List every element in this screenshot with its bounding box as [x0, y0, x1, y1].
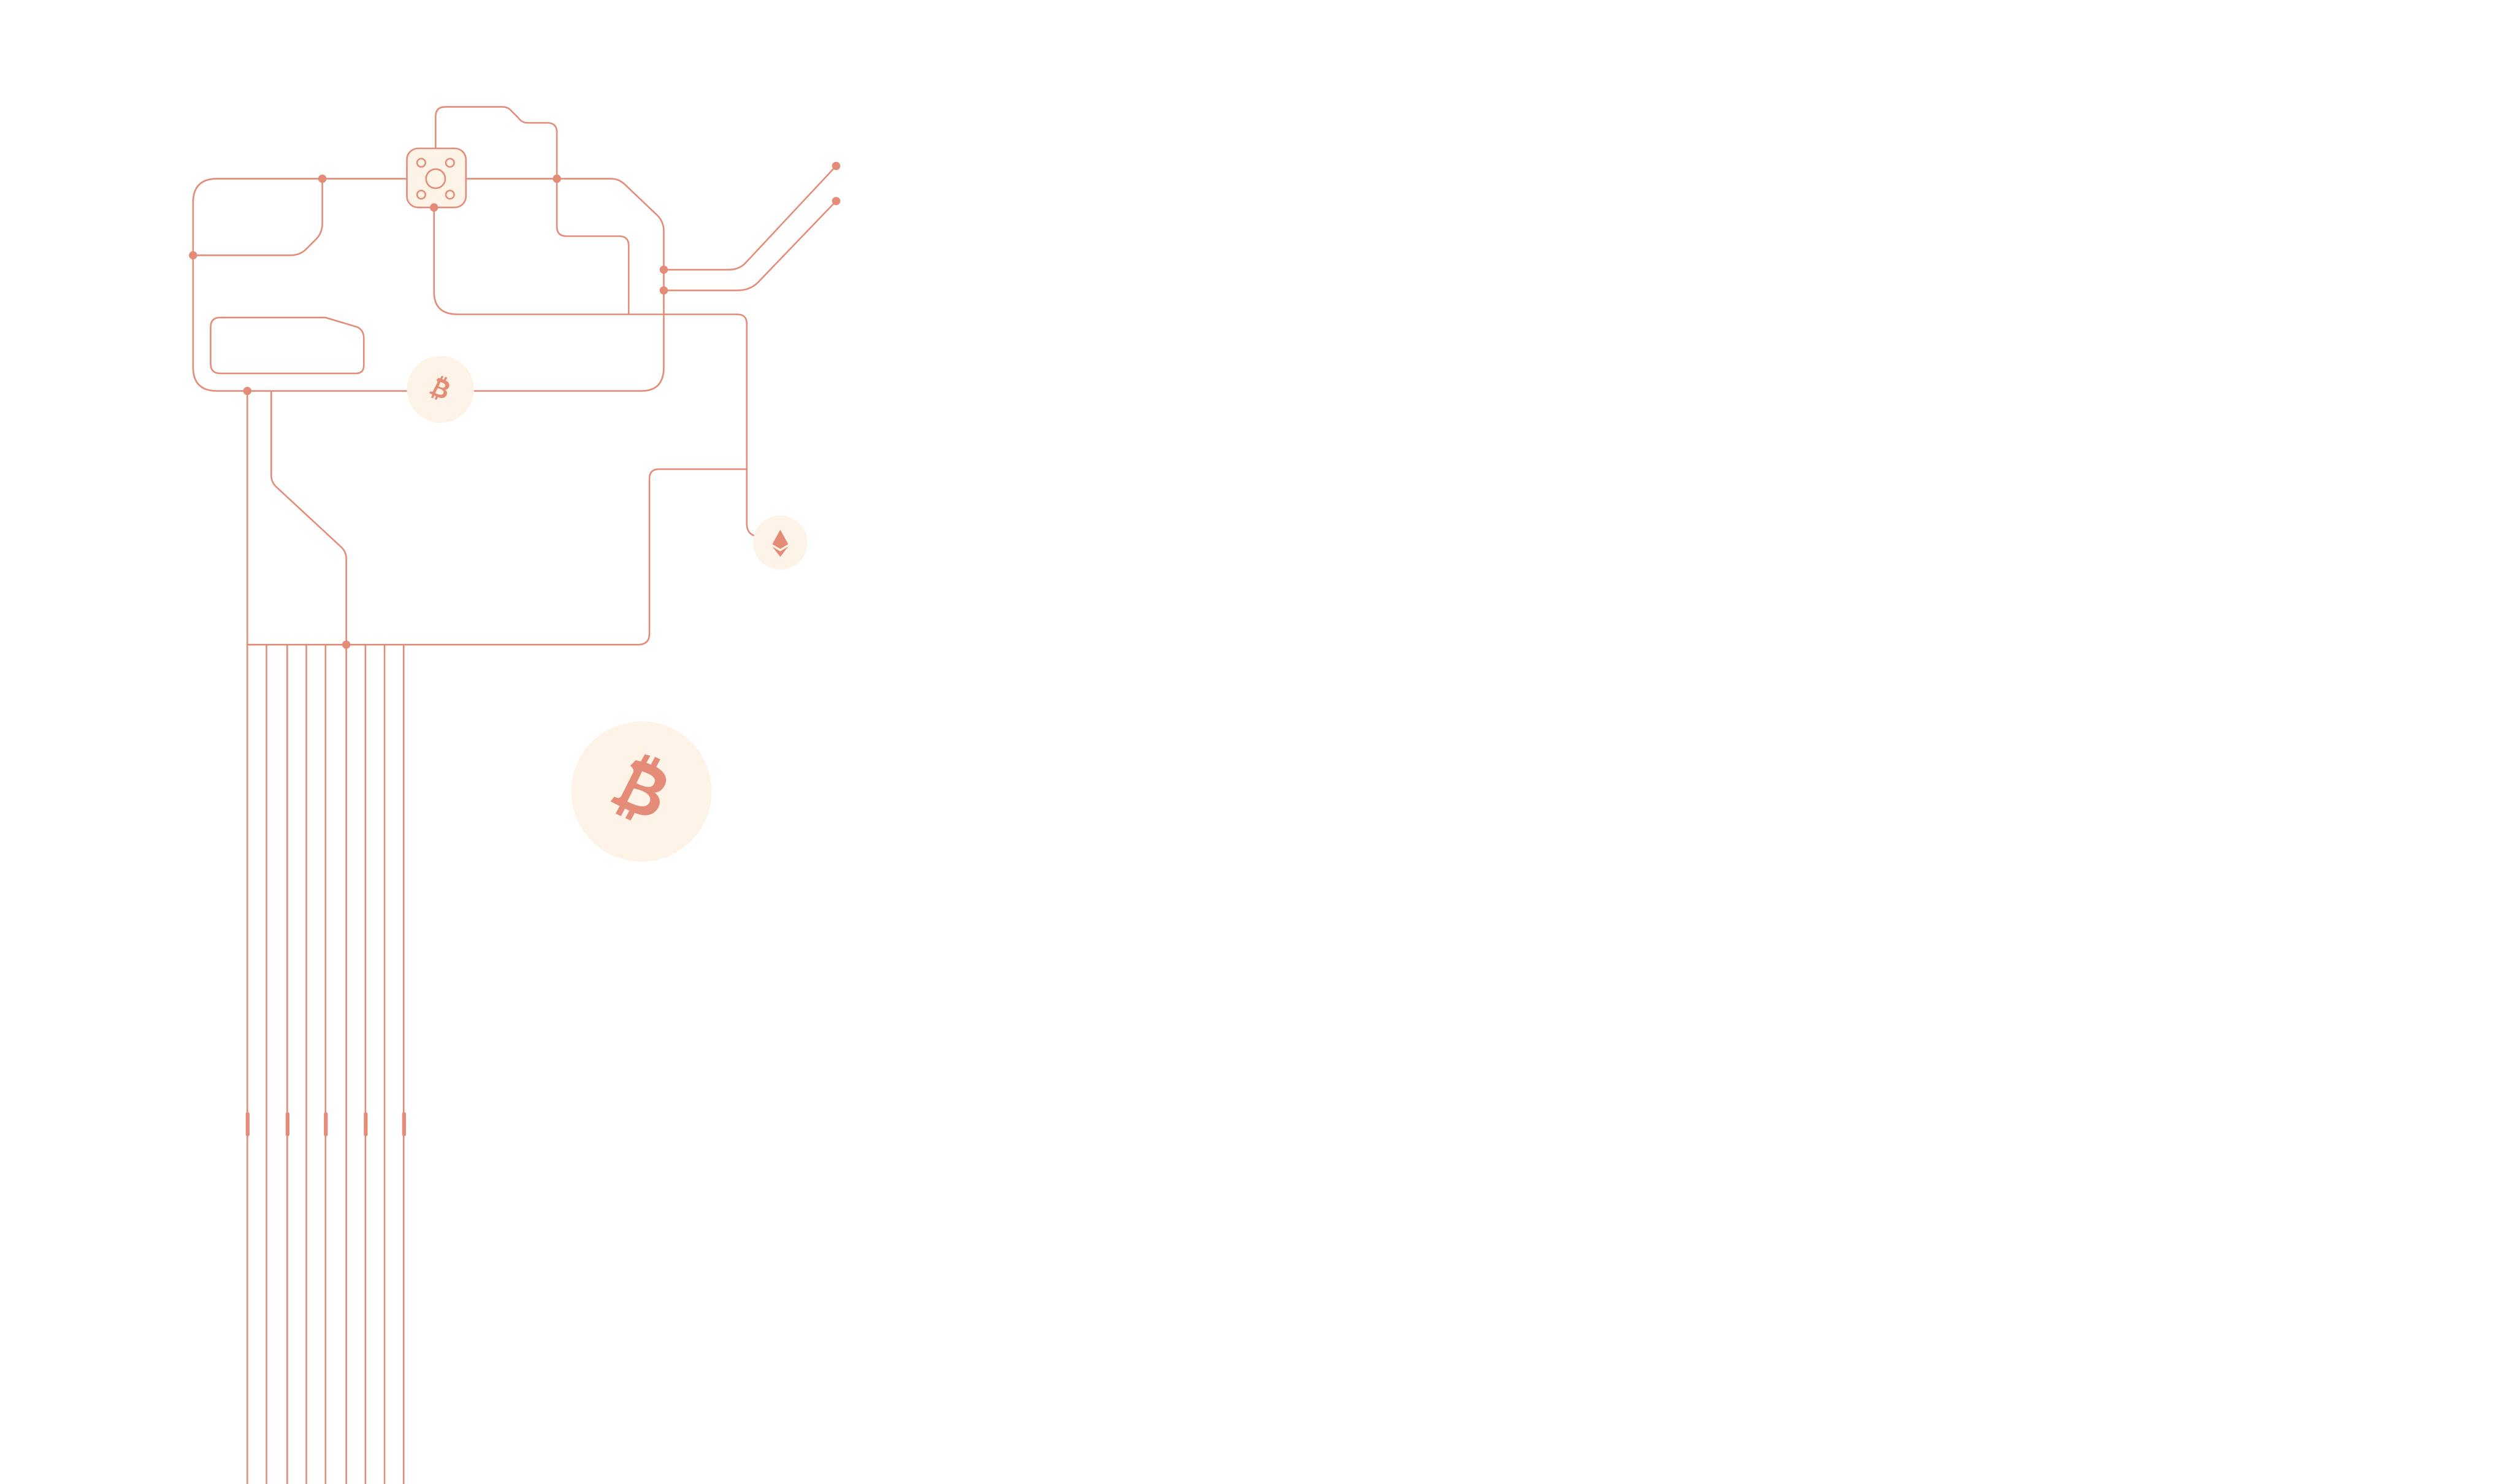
circuit-trace-center: [433, 207, 757, 537]
junction-dots: [189, 161, 841, 649]
circuit-trace-top: [435, 106, 630, 315]
ethereum-icon: [772, 529, 789, 557]
bitcoin-coin-small: [407, 356, 474, 423]
bus-markers: [245, 1112, 406, 1136]
bus-lines: [247, 391, 405, 1484]
circuit-trace-diagonal: [270, 391, 347, 645]
circuit-trace-upper-right-2: [664, 200, 837, 291]
circuit-trace-upper-right-1: [664, 165, 837, 271]
circuit-trace-lower: [247, 468, 747, 646]
chip-icon: [406, 147, 467, 208]
circuit-inner-box: [210, 316, 365, 375]
circuit-trace-main-loop: [192, 178, 665, 392]
bitcoin-coin-large: [571, 721, 712, 862]
ethereum-coin: [753, 515, 808, 570]
circuit-trace-left-branch: [193, 178, 323, 256]
